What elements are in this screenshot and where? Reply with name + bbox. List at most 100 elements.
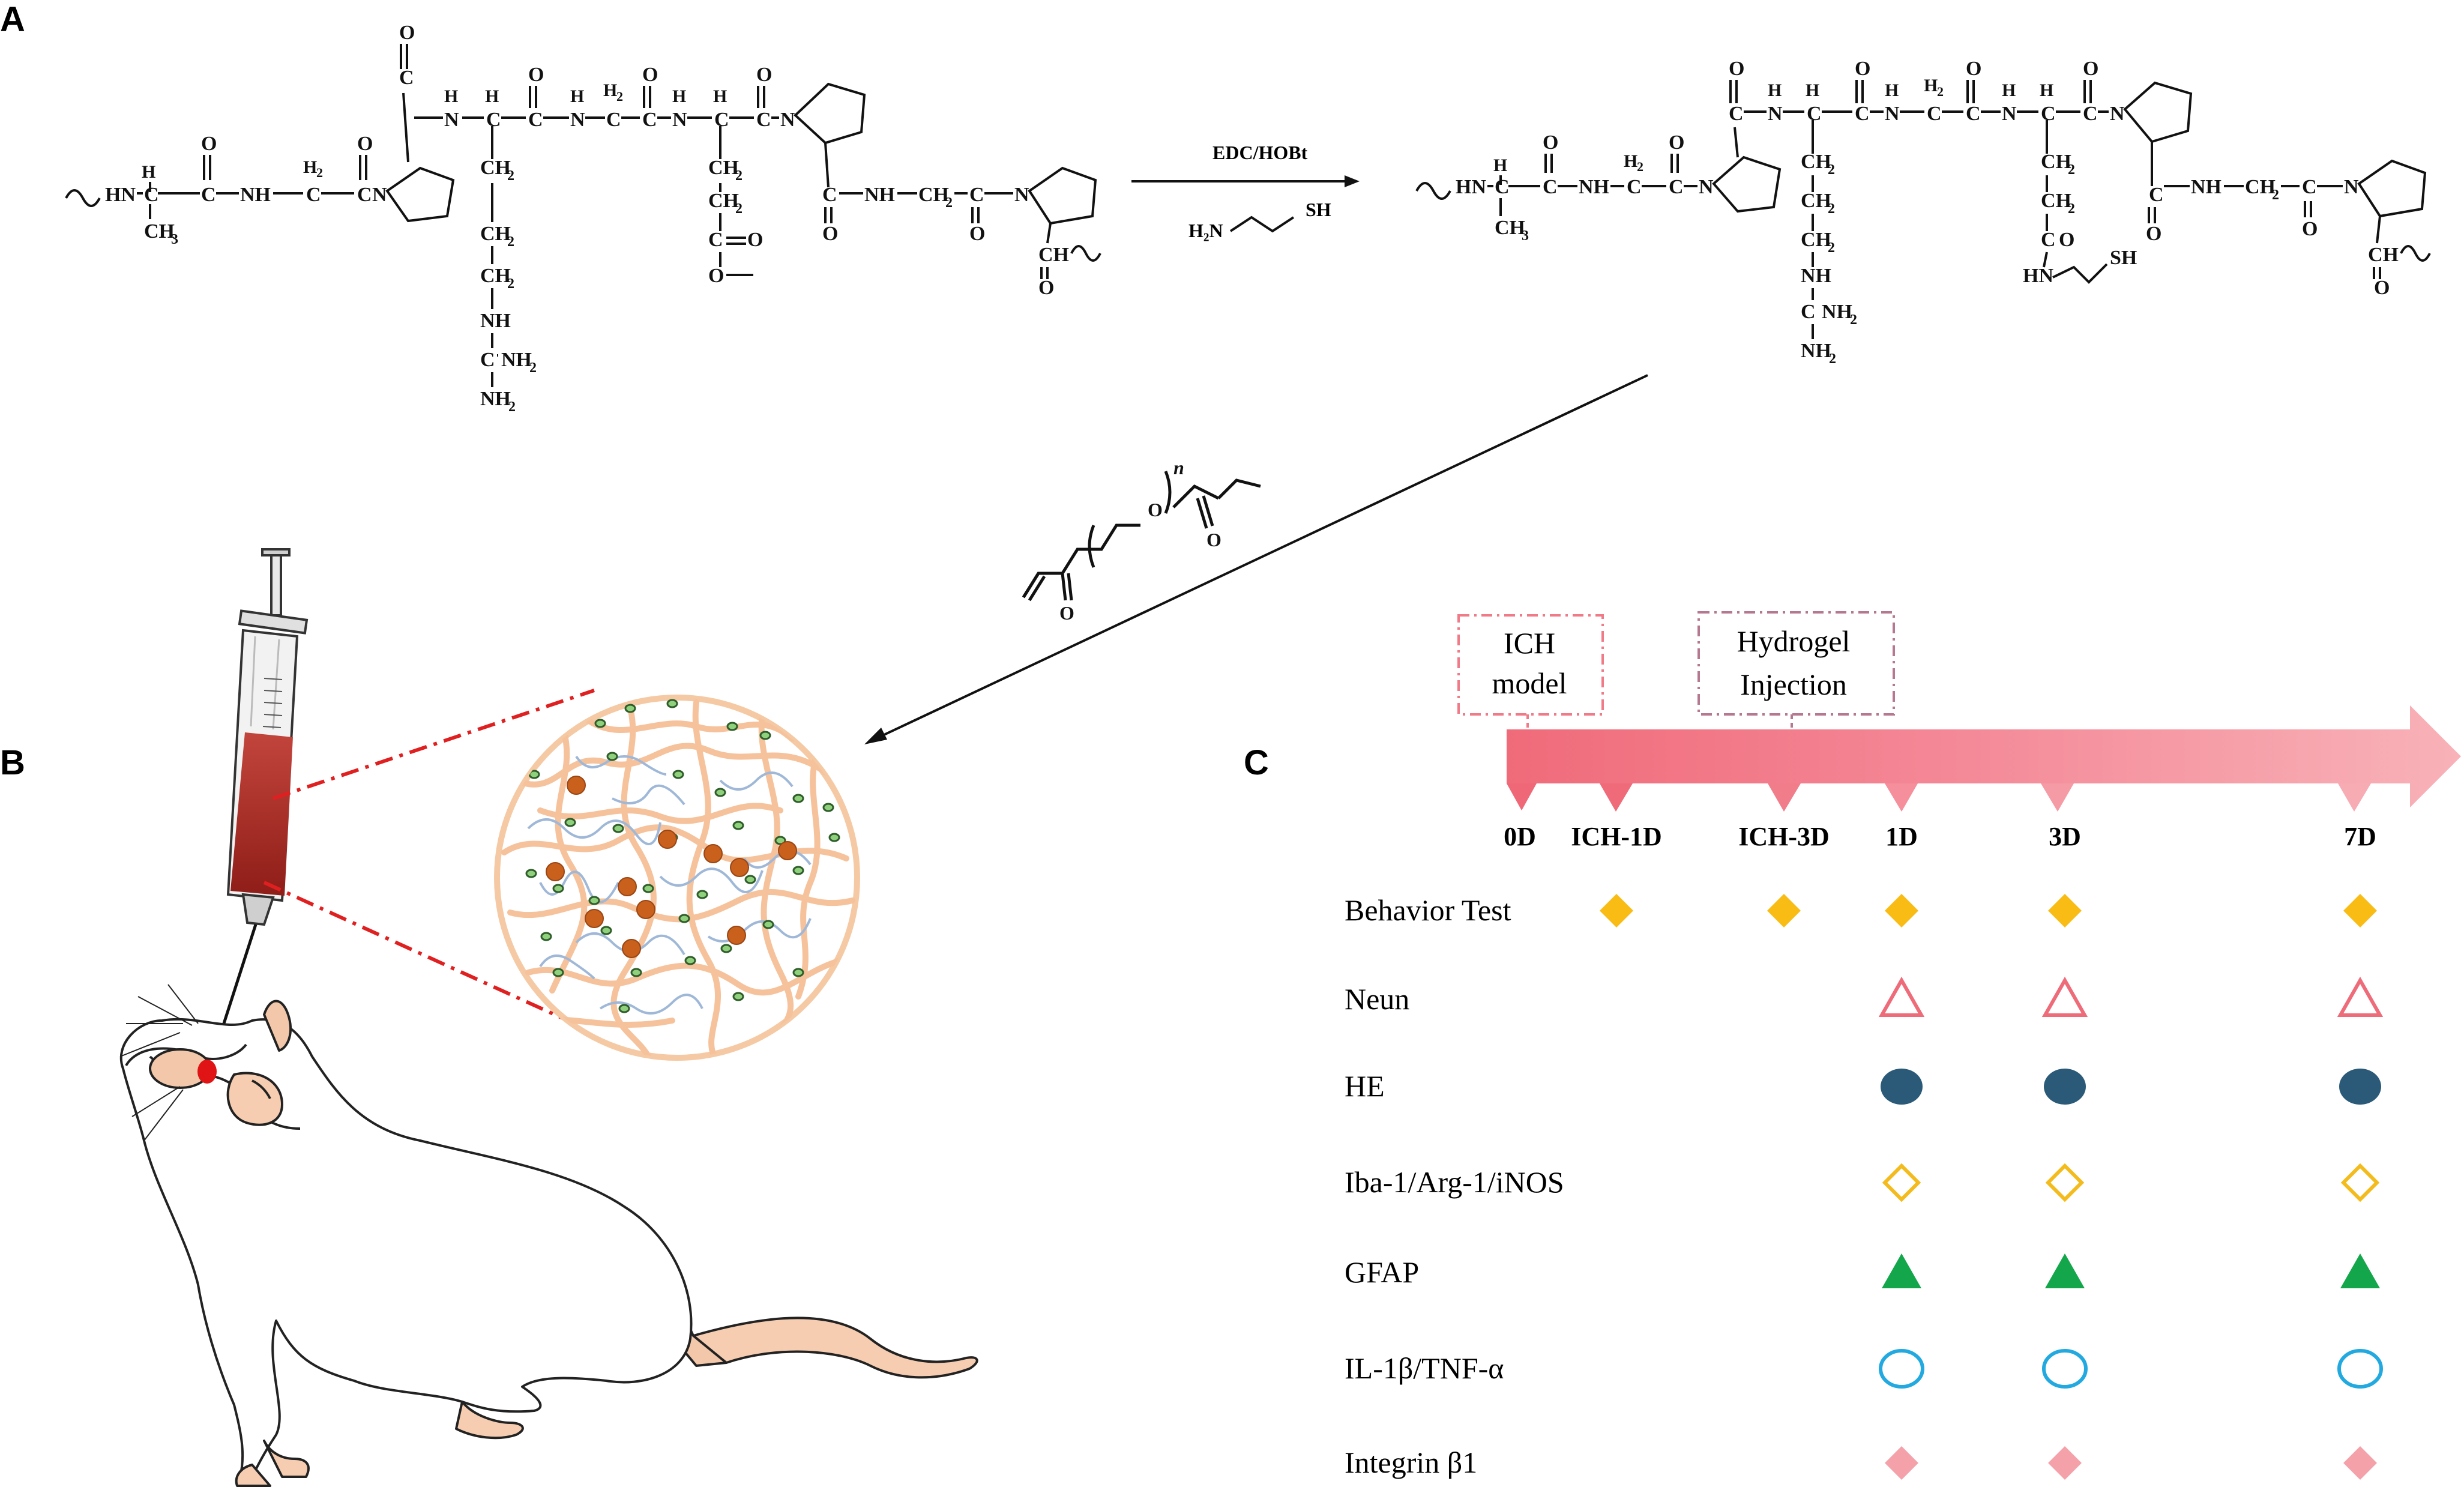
- svg-text:NH: NH: [1801, 265, 1831, 287]
- timeline-arrow: [1507, 705, 2461, 807]
- reagent-thiol: SH: [1306, 199, 1331, 220]
- svg-text:C: C: [528, 109, 543, 131]
- tick-label: 1D: [1885, 822, 1918, 851]
- svg-text:NH: NH: [1801, 340, 1831, 362]
- svg-text:O: O: [1669, 131, 1684, 154]
- svg-text:CH: CH: [1495, 217, 1525, 239]
- svg-text:N: N: [672, 109, 687, 131]
- svg-text:N: N: [1014, 184, 1029, 206]
- row-label: IL-1β/TNF-α: [1345, 1351, 1504, 1385]
- svg-text:H: H: [2002, 80, 2016, 100]
- svg-text:C: C: [2041, 103, 2056, 125]
- svg-text:O: O: [2146, 223, 2161, 245]
- svg-text:CH: CH: [1801, 190, 1831, 212]
- marker-filled-diamond: [2343, 894, 2377, 927]
- svg-text:H: H: [142, 162, 155, 182]
- svg-text:2: 2: [2068, 162, 2075, 178]
- marker-filled-ellipse: [1881, 1069, 1923, 1105]
- row-label: GFAP: [1345, 1255, 1419, 1289]
- svg-text:CH: CH: [2368, 244, 2399, 266]
- ich-model-line2: model: [1492, 666, 1567, 700]
- tick-label: ICH-1D: [1571, 822, 1662, 851]
- marker-filled-triangle: [1882, 1253, 1921, 1288]
- svg-text:CH: CH: [708, 157, 739, 179]
- svg-text:H: H: [1624, 151, 1637, 171]
- panel-label-c: C: [1244, 743, 1269, 782]
- svg-text:C: C: [969, 184, 984, 206]
- svg-text:O: O: [2302, 218, 2318, 240]
- svg-text:N: N: [780, 109, 795, 131]
- syringe: [209, 548, 309, 1063]
- marker-filled-triangle: [2045, 1253, 2085, 1288]
- svg-text:C: C: [1927, 103, 1942, 125]
- svg-text:CH: CH: [480, 223, 511, 245]
- svg-text:C: C: [2302, 176, 2317, 198]
- svg-text:NH: NH: [864, 184, 895, 206]
- tick-label: ICH-3D: [1738, 822, 1830, 851]
- svg-text:C: C: [1966, 103, 1981, 125]
- hydrogel-network: [494, 695, 860, 1061]
- svg-text:C: C: [480, 349, 495, 371]
- svg-text:C: C: [1729, 103, 1744, 125]
- svg-text:H: H: [1768, 80, 1782, 100]
- svg-text:O: O: [2083, 58, 2098, 80]
- marker-open-diamond: [2340, 1163, 2380, 1202]
- marker-filled-diamond: [1600, 894, 1633, 927]
- svg-text:O: O: [1038, 277, 1054, 299]
- svg-text:NH: NH: [501, 349, 532, 371]
- svg-text:2: 2: [507, 234, 514, 250]
- svg-text:C: C: [756, 109, 771, 131]
- svg-text:3: 3: [171, 232, 178, 247]
- svg-text:2: 2: [1937, 84, 1944, 99]
- marker-filled-ellipse: [2044, 1069, 2086, 1105]
- peg-repeat-n: n: [1173, 457, 1184, 478]
- svg-text:N: N: [2110, 103, 2125, 125]
- svg-text:O: O: [399, 22, 415, 44]
- row-label: Iba-1/Arg-1/iNOS: [1345, 1165, 1564, 1199]
- svg-text:O: O: [1059, 602, 1074, 624]
- marker-open-triangle: [2041, 976, 2088, 1017]
- svg-text:H: H: [485, 86, 499, 106]
- svg-text:2: 2: [2068, 201, 2075, 217]
- svg-text:2: 2: [1850, 312, 1857, 328]
- svg-text:C: C: [1669, 176, 1684, 198]
- svg-text:N: N: [1885, 103, 1900, 125]
- row-label: Neun: [1345, 982, 1409, 1016]
- svg-text:C: C: [708, 229, 723, 251]
- peg-diacrylate: O O O n: [1022, 457, 1261, 624]
- svg-text:C: C: [2083, 103, 2098, 125]
- svg-text:2: 2: [945, 195, 953, 211]
- hydrogel-injection-line2: Injection: [1740, 668, 1847, 701]
- marker-filled-diamond: [1885, 894, 1918, 927]
- svg-text:2: 2: [1828, 162, 1835, 178]
- svg-text:2: 2: [2272, 187, 2279, 203]
- svg-text:C: C: [1627, 176, 1642, 198]
- assay-markers: [1600, 894, 2384, 1480]
- marker-filled-ellipse: [2339, 1069, 2381, 1105]
- svg-text:H: H: [1493, 155, 1507, 175]
- svg-text:NH: NH: [240, 184, 271, 206]
- svg-text:O: O: [1855, 58, 1870, 80]
- ich-model-line1: ICH: [1504, 626, 1555, 660]
- svg-text:C: C: [714, 109, 729, 131]
- svg-text:CH: CH: [480, 265, 511, 287]
- svg-text:C: C: [606, 109, 621, 131]
- marker-filled-diamond: [1767, 894, 1801, 927]
- rat-illustration: [119, 984, 978, 1487]
- svg-text:CH: CH: [708, 190, 739, 212]
- reaction-arrow: EDC/HOBt H₂N SH: [1131, 142, 1360, 241]
- svg-text:2: 2: [508, 399, 516, 415]
- svg-text:CH: CH: [144, 220, 175, 243]
- svg-text:2: 2: [1828, 240, 1835, 256]
- svg-text:O: O: [357, 133, 373, 155]
- marker-open-diamond: [2045, 1163, 2085, 1202]
- svg-text:CH: CH: [1038, 244, 1069, 266]
- svg-text:H: H: [444, 86, 458, 106]
- svg-text:NH: NH: [480, 310, 511, 332]
- svg-text:2: 2: [735, 201, 743, 217]
- svg-text:O: O: [708, 265, 724, 287]
